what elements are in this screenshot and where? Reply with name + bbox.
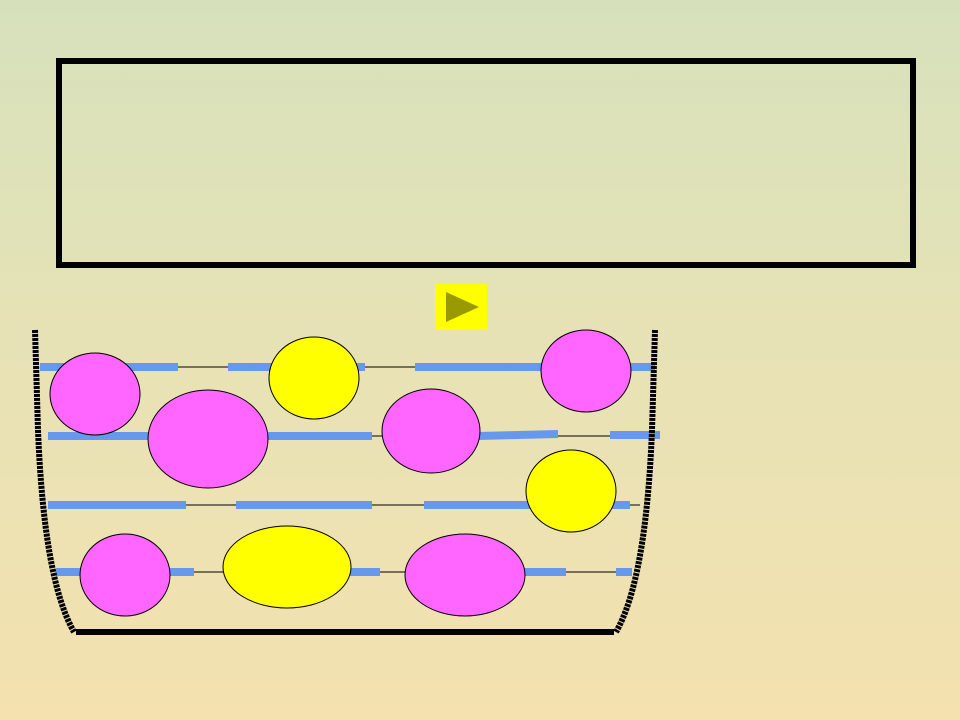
ball-pink [404,533,526,617]
basket-outline [32,329,658,635]
text-frame-content [62,64,910,262]
row-bars [40,363,660,576]
ball-pink [540,329,632,413]
ball-pink [49,352,141,436]
ball-pink [381,388,481,474]
ball-yellow [222,525,352,609]
ball-pink [79,533,171,617]
basket-left-side [32,329,77,634]
ball-pink [147,389,269,489]
row-bar [477,430,559,440]
ball-yellow [525,449,617,533]
row-lines [40,366,660,573]
text-frame [56,58,916,268]
play-triangle-icon [446,292,479,322]
basket-right-side [613,329,658,634]
play-button[interactable] [435,284,487,330]
ball-yellow [268,336,360,420]
balls [49,329,632,617]
